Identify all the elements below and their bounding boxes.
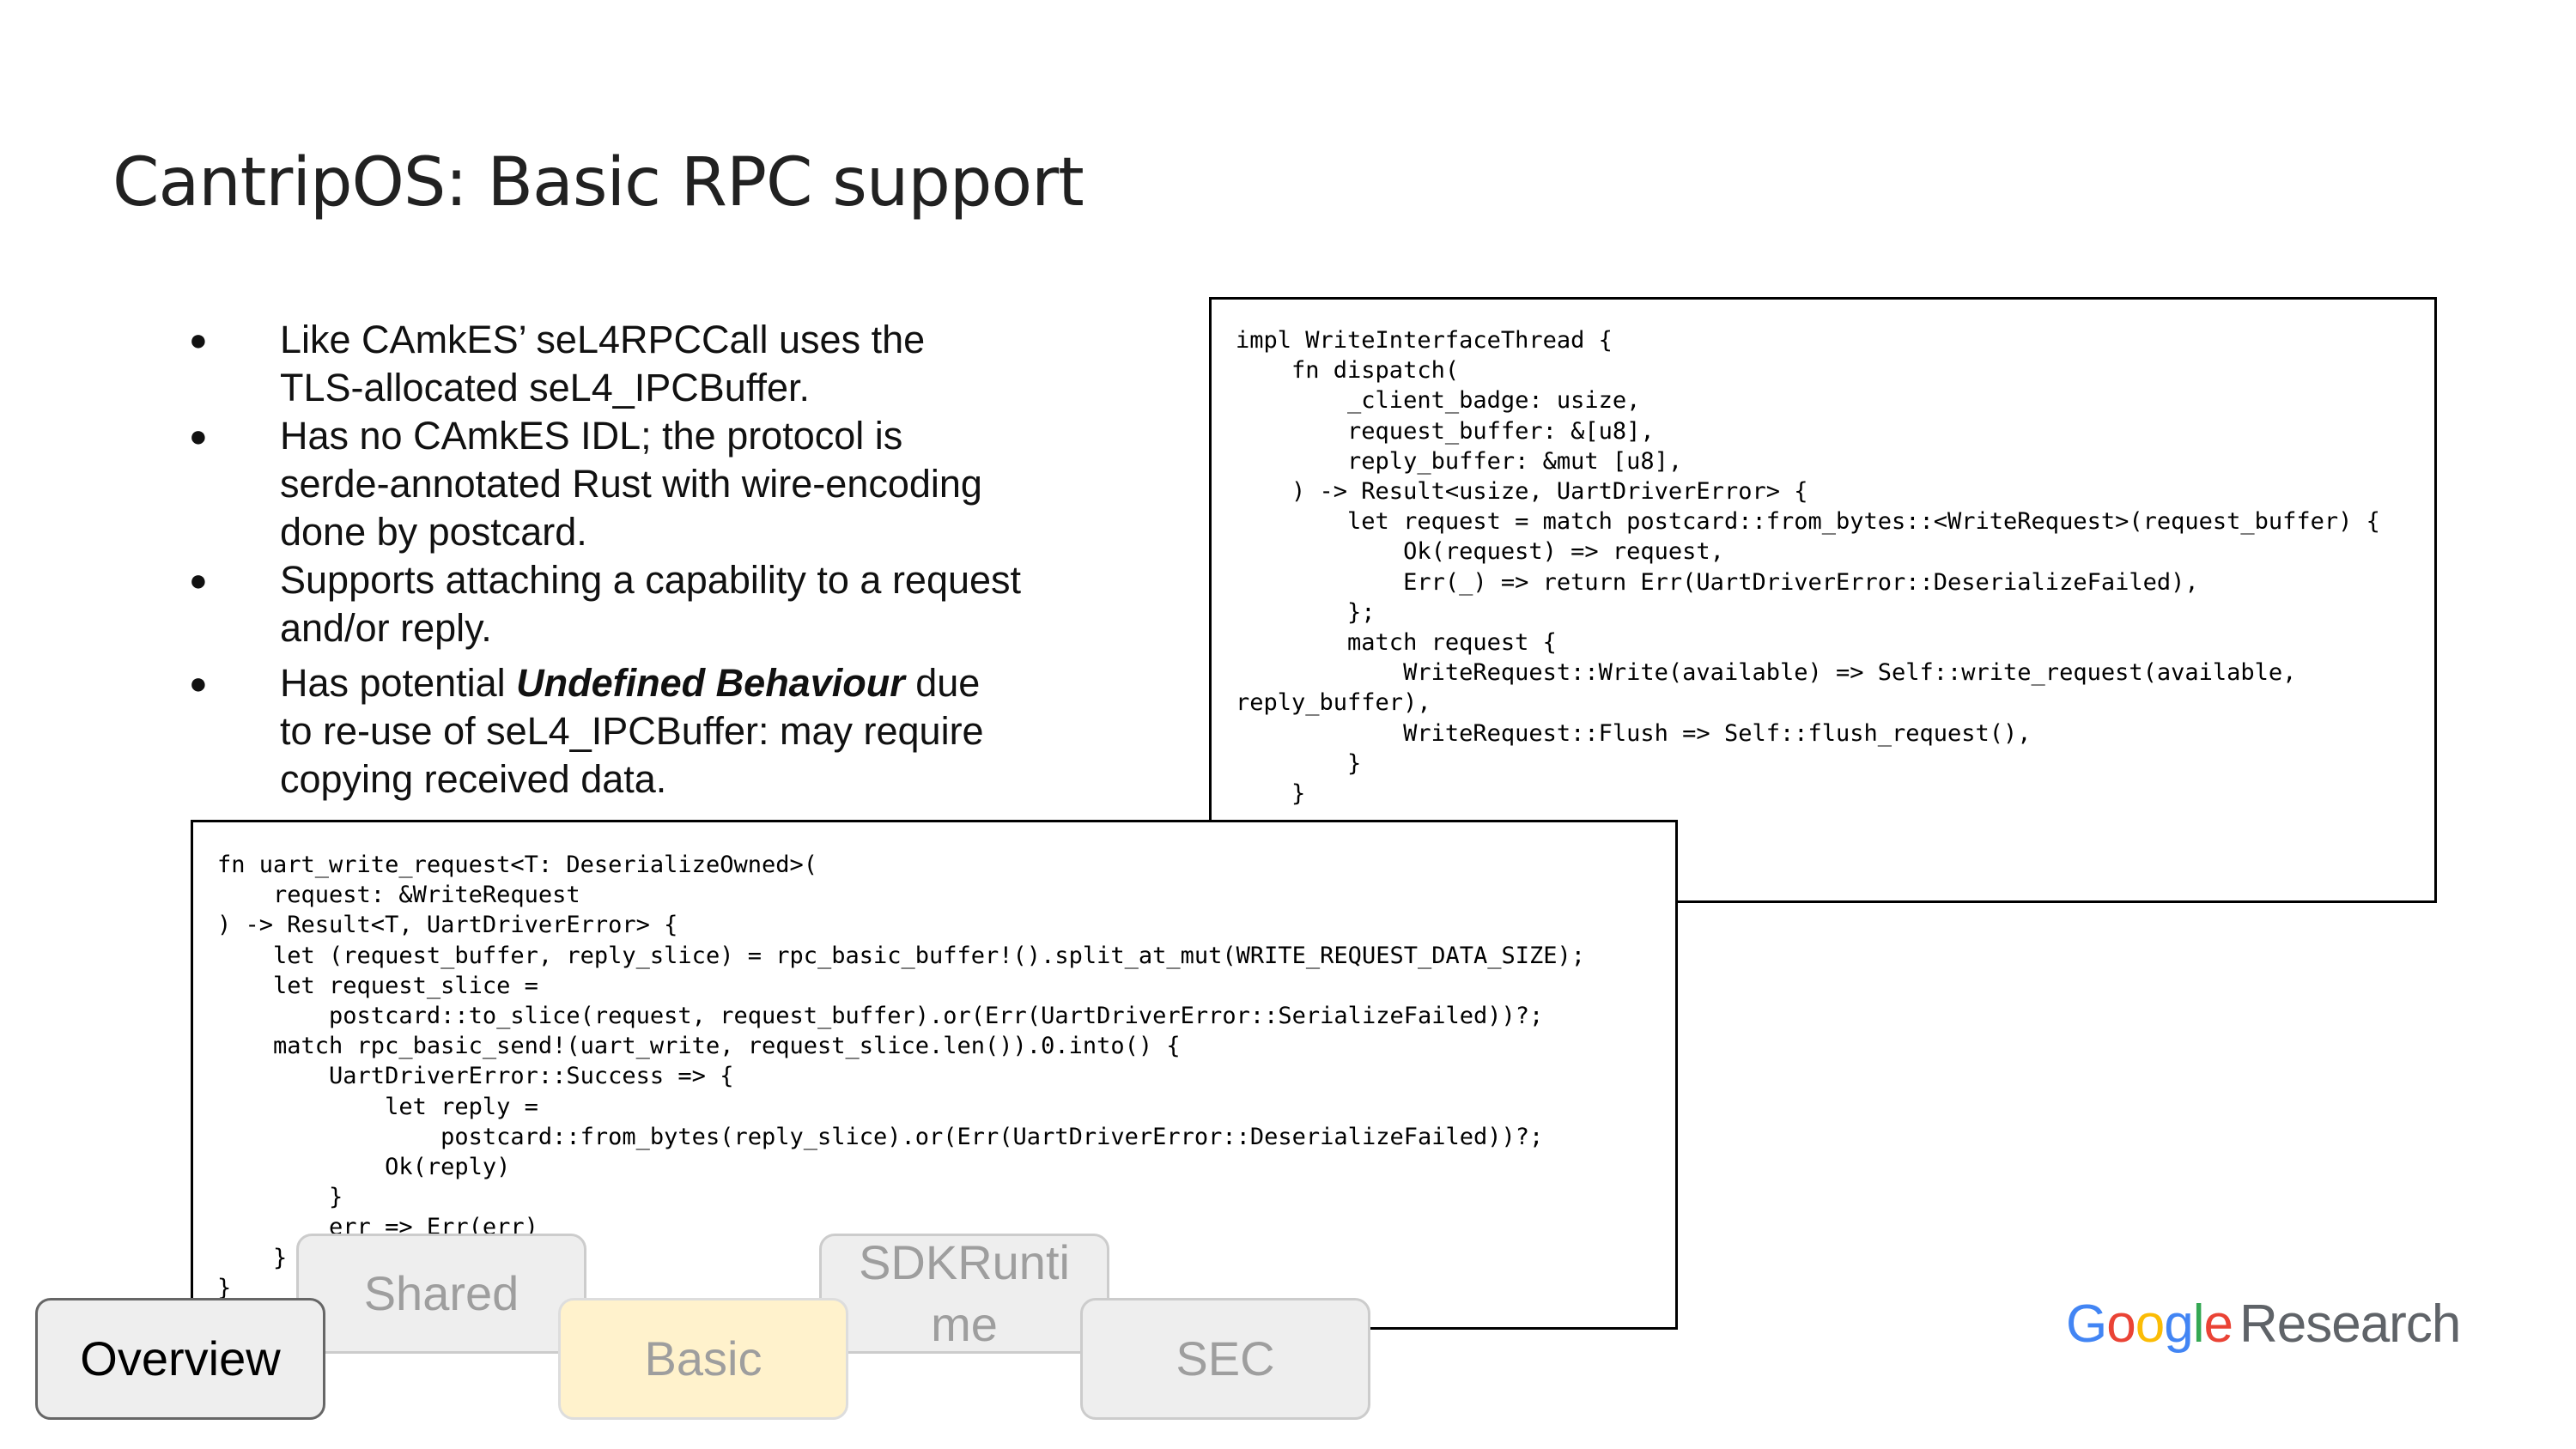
bullet-dot: ● [189, 665, 208, 700]
tab-sec[interactable]: SEC [1080, 1298, 1370, 1420]
bullet-text: serde-annotated Rust with wire-encoding [280, 462, 982, 506]
bullet-text: due [904, 661, 981, 705]
bullet-text: TLS-allocated seL4_IPCBuffer. [280, 366, 811, 409]
bullet-item: ● Like CAmkES’ seL4RPCCall uses the TLS-… [189, 316, 1065, 412]
bullet-text: Supports attaching a capability to a req… [280, 558, 1022, 602]
slide-title: CantripOS: Basic RPC support [112, 144, 1084, 221]
tab-overview[interactable]: Overview [35, 1298, 325, 1420]
tab-label: Overview [80, 1331, 281, 1385]
bullet-text: to re-use of seL4_IPCBuffer: may require [280, 709, 984, 753]
bullet-text: done by postcard. [280, 510, 587, 554]
logo-word: Research [2239, 1294, 2461, 1354]
tab-shared[interactable]: Shared [296, 1234, 586, 1354]
tab-label: Basic [644, 1331, 762, 1385]
bullet-dot: ● [189, 562, 208, 597]
logo-letter: o [2106, 1294, 2136, 1354]
code-text: fn uart_write_request<T: DeserializeOwne… [217, 852, 1586, 1301]
tab-label: SDKRunti me [859, 1232, 1070, 1355]
logo-letter: l [2192, 1294, 2205, 1354]
logo-letter: g [2164, 1294, 2193, 1354]
bullet-dot: ● [189, 322, 208, 357]
code-block-dispatch: impl WriteInterfaceThread { fn dispatch(… [1209, 297, 2437, 903]
bullet-text: Has potential [280, 661, 517, 705]
bullet-text: Like CAmkES’ seL4RPCCall uses the [280, 318, 926, 361]
code-text: impl WriteInterfaceThread { fn dispatch(… [1236, 327, 2380, 867]
bullet-item: ● Supports attaching a capability to a r… [189, 556, 1065, 652]
tab-sdkruntime[interactable]: SDKRunti me [819, 1234, 1109, 1354]
tab-basic[interactable]: Basic [558, 1298, 848, 1420]
bullet-emphasis: Undefined Behaviour [516, 661, 905, 705]
bullet-dot: ● [189, 418, 208, 453]
logo-letter: o [2135, 1294, 2165, 1354]
tab-label-line: SDKRunti [859, 1235, 1070, 1289]
tab-label-line: me [931, 1297, 998, 1351]
logo-letter: G [2066, 1294, 2107, 1354]
bullet-list: ● Like CAmkES’ seL4RPCCall uses the TLS-… [189, 316, 1065, 803]
bullet-item: ● Has no CAmkES IDL; the protocol is ser… [189, 412, 1065, 556]
logo-letter: e [2203, 1294, 2233, 1354]
bullet-text: and/or reply. [280, 606, 492, 650]
bullet-text: copying received data. [280, 757, 667, 801]
bullet-item: ● Has potential Undefined Behaviour due … [189, 659, 1065, 803]
bullet-text: Has no CAmkES IDL; the protocol is [280, 414, 903, 458]
tab-label: SEC [1176, 1331, 1275, 1385]
tab-label: Shared [363, 1266, 519, 1320]
